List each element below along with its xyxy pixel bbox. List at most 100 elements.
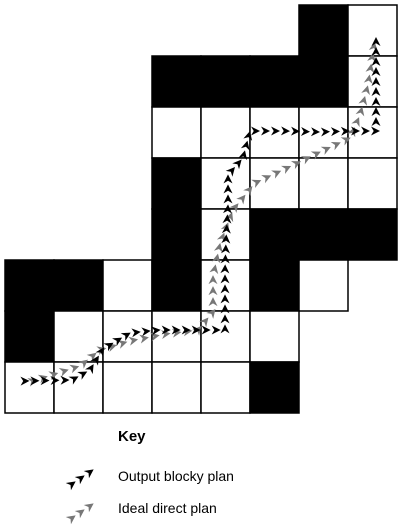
- output-plan-arrowhead: [350, 126, 360, 136]
- grid-cell-empty: [151, 361, 202, 414]
- output-plan-arrowhead: [60, 375, 70, 385]
- ideal-plan-arrowhead: [199, 317, 209, 328]
- output-plan-arrowhead: [221, 224, 231, 234]
- ideal-plan-arrowhead: [310, 151, 321, 160]
- ideal-plan-arrowhead: [290, 161, 302, 170]
- output-plan-arrowhead: [371, 37, 381, 47]
- ideal-plan-arrowhead: [78, 359, 88, 369]
- grid-cell-empty: [200, 361, 251, 414]
- grid-cell-empty: [298, 259, 349, 312]
- grid-cell-filled: [249, 361, 300, 414]
- grid-cell-filled: [4, 259, 55, 312]
- grid-cell-empty: [249, 157, 300, 210]
- grid-cell-filled: [151, 208, 202, 261]
- output-plan-arrowhead: [371, 47, 381, 57]
- output-plan-arrowhead: [90, 355, 99, 366]
- ideal-plan-arrowhead: [229, 203, 239, 214]
- ideal-plan-arrowhead: [281, 165, 292, 174]
- output-plan-arrowhead: [232, 159, 242, 170]
- grid: [4, 4, 398, 414]
- grid-cell-empty: [151, 106, 202, 159]
- grid-cell-filled: [53, 259, 104, 312]
- output-plan-arrowhead: [112, 337, 123, 347]
- output-plan-arrowhead: [220, 264, 230, 274]
- ideal-plan-arrowhead: [365, 63, 375, 74]
- output-plan-arrowhead: [240, 140, 250, 151]
- grid-cell-filled: [200, 55, 251, 108]
- ideal-plan-arrowhead: [351, 117, 360, 128]
- ideal-plan-arrowhead: [69, 364, 80, 374]
- ideal-plan-arrowhead: [261, 175, 272, 184]
- grid-cell-empty: [102, 361, 153, 414]
- legend-output-arrow-icon: [65, 481, 76, 491]
- grid-cell-filled: [4, 310, 55, 363]
- ideal-plan-arrowhead: [149, 332, 160, 342]
- output-plan-arrowhead: [220, 304, 230, 314]
- output-plan-arrowhead: [371, 67, 381, 77]
- output-plan-arrowhead: [201, 325, 211, 335]
- ideal-plan-arrowhead: [358, 95, 368, 106]
- grid-cell-filled: [249, 259, 300, 312]
- ideal-plan-arrowhead: [330, 142, 341, 151]
- output-plan-arrowhead: [320, 127, 331, 137]
- ideal-plan-arrowhead: [206, 309, 216, 319]
- output-plan-arrowhead: [221, 244, 231, 254]
- ideal-plan-arrowhead: [320, 146, 331, 155]
- grid-cell-filled: [298, 55, 349, 108]
- output-plan-arrowhead: [220, 274, 230, 284]
- ideal-plan-arrowhead: [192, 325, 202, 336]
- output-plan-arrowhead: [371, 87, 381, 97]
- output-plan-arrowhead: [223, 184, 233, 194]
- ideal-plan-arrowhead: [213, 242, 223, 253]
- output-plan-arrowhead: [30, 376, 40, 386]
- ideal-plan-arrowhead: [236, 194, 246, 205]
- output-plan-arrowhead: [261, 126, 271, 136]
- legend-ideal-arrow-icon: [83, 503, 94, 513]
- output-plan-arrowhead: [220, 324, 230, 334]
- legend-label-output: Output blocky plan: [118, 468, 234, 484]
- output-plan-arrowhead: [220, 294, 230, 304]
- grid-cell-filled: [298, 4, 349, 57]
- ideal-plan-arrowhead: [340, 137, 351, 146]
- output-plan-arrowhead: [370, 126, 380, 136]
- grid-cell-filled: [347, 208, 398, 261]
- legend-output-arrow-icon: [83, 469, 94, 479]
- grid-cell-empty: [298, 157, 349, 210]
- legend-title: Key: [118, 428, 146, 445]
- output-plan-arrowhead: [371, 117, 381, 127]
- output-plan-arrowhead: [211, 325, 221, 335]
- legend-ideal-arrow-icon: [65, 515, 76, 525]
- output-plan-arrowhead: [221, 234, 231, 244]
- output-plan-arrowhead: [131, 328, 141, 338]
- ideal-direct-plan-path: [27, 41, 378, 387]
- ideal-plan-arrowhead: [208, 297, 218, 307]
- legend-ideal-arrow-icon: [74, 509, 85, 519]
- grid-cell-filled: [249, 208, 300, 261]
- output-plan-arrowhead: [330, 127, 341, 137]
- output-plan-arrowhead: [290, 126, 301, 136]
- ideal-plan-arrowhead: [367, 52, 377, 63]
- output-plan-arrowhead: [280, 126, 291, 136]
- ideal-plan-arrowhead: [128, 336, 139, 346]
- output-plan-arrowhead: [161, 325, 171, 335]
- output-plan-arrowhead: [120, 332, 131, 342]
- ideal-plan-arrowhead: [271, 170, 282, 179]
- ideal-plan-arrowhead: [220, 222, 230, 233]
- legend-label-ideal: Ideal direct plan: [118, 500, 217, 516]
- output-plan-arrowhead: [223, 194, 233, 204]
- output-plan-arrowhead: [223, 174, 233, 184]
- output-plan-arrowhead: [171, 325, 181, 335]
- output-plan-arrowhead: [181, 325, 191, 335]
- output-plan-arrowhead: [77, 371, 88, 380]
- ideal-plan-arrowhead: [361, 85, 370, 96]
- output-plan-arrowhead: [340, 126, 350, 136]
- ideal-plan-arrowhead: [211, 253, 221, 264]
- output-plan-arrowhead: [151, 326, 161, 336]
- output-plan-arrowhead: [271, 126, 281, 136]
- ideal-plan-arrowhead: [139, 334, 149, 344]
- output-plan-arrowhead: [191, 325, 201, 335]
- output-plan-arrowhead: [85, 364, 94, 375]
- output-plan-arrowhead: [95, 347, 105, 358]
- ideal-plan-arrowhead: [208, 286, 218, 296]
- output-plan-arrowhead: [371, 107, 381, 117]
